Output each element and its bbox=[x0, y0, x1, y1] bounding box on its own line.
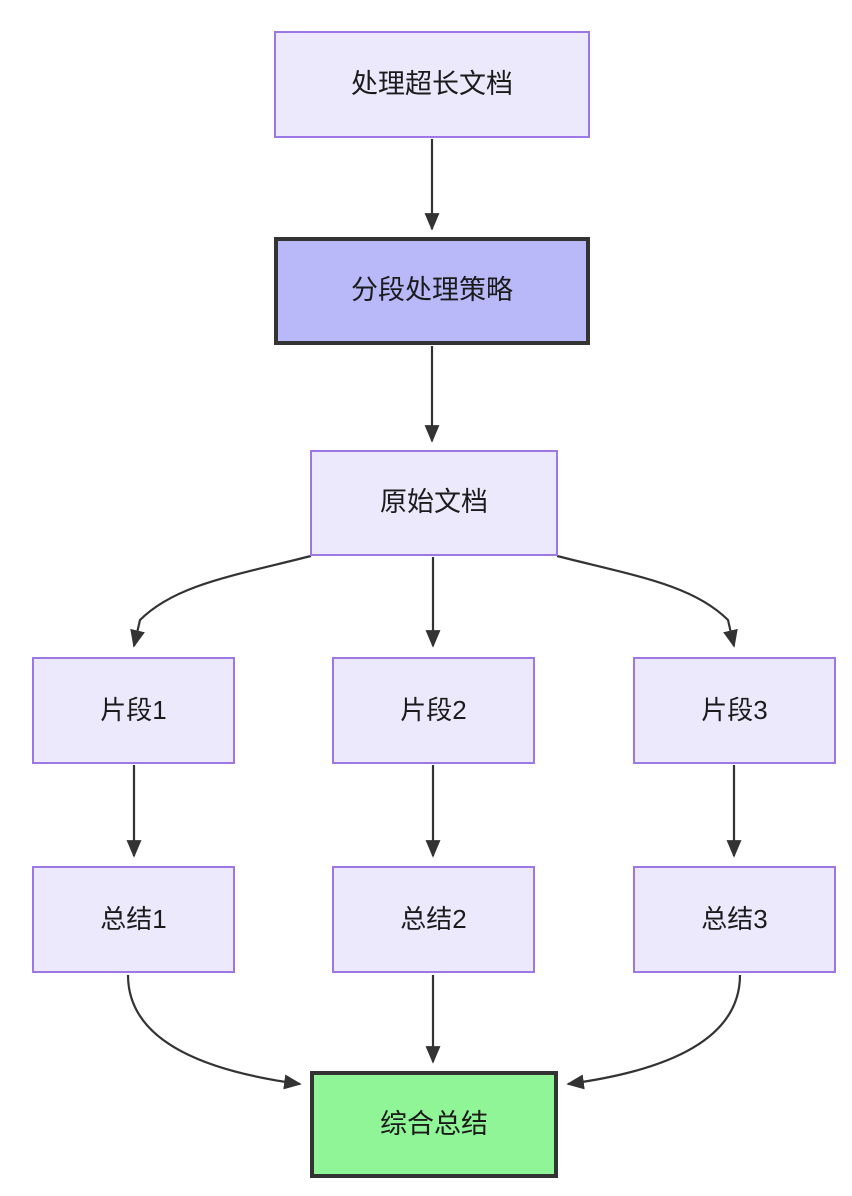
node-source-document[interactable]: 原始文档 bbox=[310, 450, 558, 556]
edge-summary1-to-final bbox=[126, 974, 302, 1090]
node-summary-1[interactable]: 总结1 bbox=[32, 866, 235, 973]
edge-source-to-chunk1 bbox=[130, 554, 312, 648]
node-process-long-document[interactable]: 处理超长文档 bbox=[274, 31, 590, 138]
node-label: 分段处理策略 bbox=[351, 275, 513, 306]
node-chunking-strategy[interactable]: 分段处理策略 bbox=[274, 237, 590, 345]
edge-summary3-to-final bbox=[566, 974, 742, 1090]
node-label: 原始文档 bbox=[380, 487, 488, 518]
node-label: 综合总结 bbox=[380, 1108, 488, 1139]
node-final-summary[interactable]: 综合总结 bbox=[310, 1071, 558, 1178]
node-label: 总结1 bbox=[100, 904, 167, 935]
node-label: 总结2 bbox=[400, 904, 467, 935]
node-chunk-1[interactable]: 片段1 bbox=[32, 657, 235, 764]
node-summary-3[interactable]: 总结3 bbox=[633, 866, 836, 973]
edge-source-to-chunk3 bbox=[556, 554, 738, 648]
node-label: 处理超长文档 bbox=[351, 68, 513, 99]
node-summary-2[interactable]: 总结2 bbox=[332, 866, 535, 973]
node-label: 片段3 bbox=[701, 695, 768, 726]
node-chunk-3[interactable]: 片段3 bbox=[633, 657, 836, 764]
node-label: 片段2 bbox=[400, 695, 467, 726]
node-label: 总结3 bbox=[701, 904, 768, 935]
node-chunk-2[interactable]: 片段2 bbox=[332, 657, 535, 764]
node-label: 片段1 bbox=[100, 695, 167, 726]
